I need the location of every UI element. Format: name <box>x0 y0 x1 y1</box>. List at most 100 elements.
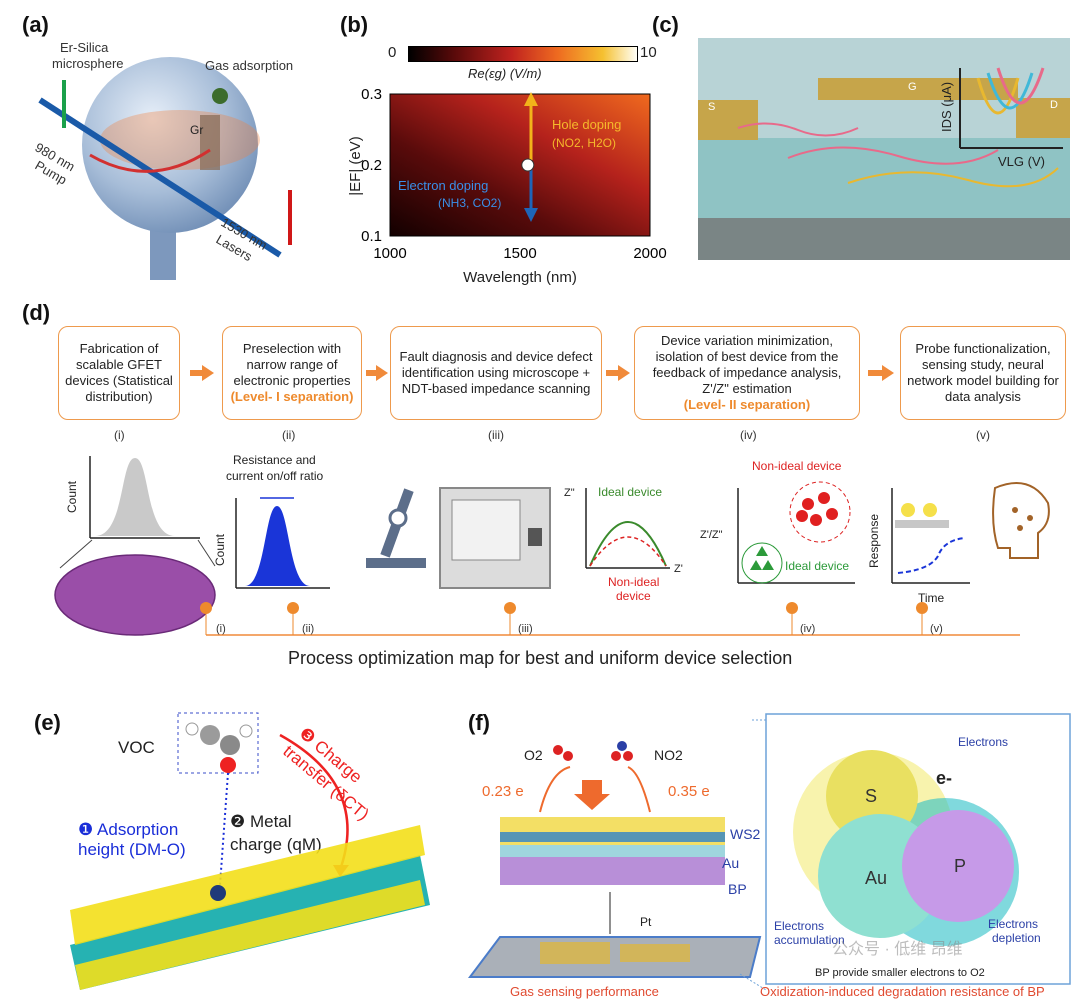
fermi-level-marker <box>521 158 535 172</box>
green-peak <box>62 80 66 128</box>
response-curve <box>897 537 966 574</box>
step-level-2: (Level- I separation) <box>230 389 354 404</box>
transfer-curve-1 <box>976 77 1020 115</box>
b-xtick: 2000 <box>633 245 666 262</box>
flow-arrow-4 <box>868 370 882 376</box>
adsorption-label-1: ❶ Adsorption <box>78 820 178 839</box>
watermark: 公众号 · 低维 昂维 <box>832 940 963 958</box>
flow-arrowhead-2 <box>376 365 388 381</box>
electrons-label: Electrons <box>958 735 1008 749</box>
panel-f-label: (f) <box>468 710 490 735</box>
gas-down-arrow <box>574 780 610 810</box>
step-roman-2: (ii) <box>282 428 296 442</box>
colorbar <box>408 46 638 62</box>
red-peak <box>288 190 292 245</box>
panel-a-label: (a) <box>22 12 49 37</box>
au-layer <box>500 845 725 857</box>
accumulation-label-1: Electrons <box>774 919 824 933</box>
b-ytick: 0.2 <box>361 157 382 174</box>
step-level-4: (Level- II separation) <box>683 397 811 412</box>
step-box-4: Device variation minimization, isolation… <box>634 326 860 420</box>
substrate <box>698 218 1070 260</box>
step-box-5: Probe functionalization, sensing study, … <box>900 326 1066 420</box>
panel-c-figure: S D G IDS (μA) VLG (V) <box>698 38 1070 260</box>
o2-label: O2 <box>524 747 543 763</box>
bp-label: BP <box>728 881 747 897</box>
ws2-label: WS2 <box>730 826 761 842</box>
electron-doping-gases: (NH3, CO2) <box>438 196 501 210</box>
gr-label: Gr <box>190 123 203 137</box>
metal-label-1: ❷ Metal <box>230 812 292 831</box>
timeline-label-4: (iv) <box>800 623 815 635</box>
panel-b-label: (b) <box>340 12 369 37</box>
neural-head-icon <box>992 482 1050 559</box>
nonideal-cluster <box>789 481 851 543</box>
microscope-icon <box>366 488 426 568</box>
ideal-semicircle <box>589 521 667 567</box>
bp-note: BP provide smaller electrons to O2 <box>815 967 985 979</box>
source-electrode <box>698 100 758 140</box>
step-text-1: Fabrication of scalable GFET devices (St… <box>65 341 173 404</box>
dna-strand-2 <box>787 146 999 165</box>
nonideal-semicircle <box>589 536 667 567</box>
graphene-patch <box>200 115 220 170</box>
gate-electrode <box>818 78 1018 100</box>
adsorption-label-2: height (DM-O) <box>78 840 186 859</box>
e-minus-label: e- <box>936 768 952 788</box>
step-roman-5: (v) <box>976 428 990 442</box>
timeline-label-2: (ii) <box>302 623 314 635</box>
b-xtick: 1500 <box>503 245 536 262</box>
time-label: Time <box>918 591 945 605</box>
e2-label: 0.35 e <box>668 783 710 800</box>
panel-e-figure: VOC ❶ Adsorption height (DM-O) ❷ Metal c… <box>70 712 430 990</box>
bp-layer <box>500 857 725 885</box>
p-label: P <box>954 856 966 876</box>
microsphere-label-2: microsphere <box>52 56 124 71</box>
panel-e-label: (e) <box>34 710 61 735</box>
flow-arrow-3 <box>606 370 618 376</box>
p-atom <box>902 810 1014 922</box>
graphene-channel <box>698 138 1070 218</box>
z1-label: Z' <box>674 563 683 575</box>
timeline-label-5: (v) <box>930 623 943 635</box>
microsphere-label-1: Er-Silica <box>60 40 109 55</box>
heatmap-area <box>389 93 651 237</box>
wafer <box>54 554 216 636</box>
zz-label: Z'/Z" <box>700 529 723 541</box>
flow-arrow-1 <box>190 370 202 376</box>
z2-label: Z" <box>564 487 575 499</box>
microsphere-glow <box>100 110 260 170</box>
accumulation-label-2: accumulation <box>774 933 845 947</box>
drain-label: D <box>1050 99 1058 111</box>
b-ytick: 0.1 <box>361 228 382 245</box>
voc-label: VOC <box>118 738 155 757</box>
electron-doping-arrowhead <box>524 208 538 222</box>
timeline-label-1: (i) <box>216 623 226 635</box>
nonideal-device-label-2: device <box>616 589 651 603</box>
metal-atom <box>210 885 226 901</box>
oxygen-atom <box>220 757 236 773</box>
source-label: S <box>708 101 715 113</box>
panel-d-label: (d) <box>22 300 51 325</box>
dna-strand-1 <box>737 122 859 137</box>
hole-doping-label: Hole doping <box>552 117 621 132</box>
gas-label: Gas adsorption <box>205 58 293 73</box>
flow-arrowhead-1 <box>202 365 214 381</box>
ideal-device-label: Ideal device <box>598 485 662 499</box>
b-ytick: 0.3 <box>361 86 382 103</box>
step-roman-3: (iii) <box>488 428 504 442</box>
sensor-chip <box>468 936 762 978</box>
ws2-bonds <box>500 832 725 842</box>
panel-f-figure: O2 NO2 0.23 e 0.35 e WS2 Au BP Pt Gas se… <box>468 713 1071 999</box>
colorbar-min: 0 <box>388 44 397 61</box>
transfer-curve-3 <box>996 67 1045 105</box>
impedance-scanner-icon <box>439 487 551 589</box>
c-xlabel: VLG (V) <box>998 154 1045 169</box>
flow-arrowhead-4 <box>882 365 894 381</box>
gate-label: G <box>908 81 917 93</box>
s-label: S <box>865 786 877 806</box>
narrow-distribution <box>245 506 310 586</box>
gas-sensing-label: Gas sensing performance <box>510 984 659 999</box>
ideal-device2-label: Ideal device <box>785 559 849 573</box>
process-caption: Process optimization map for best and un… <box>288 648 793 668</box>
